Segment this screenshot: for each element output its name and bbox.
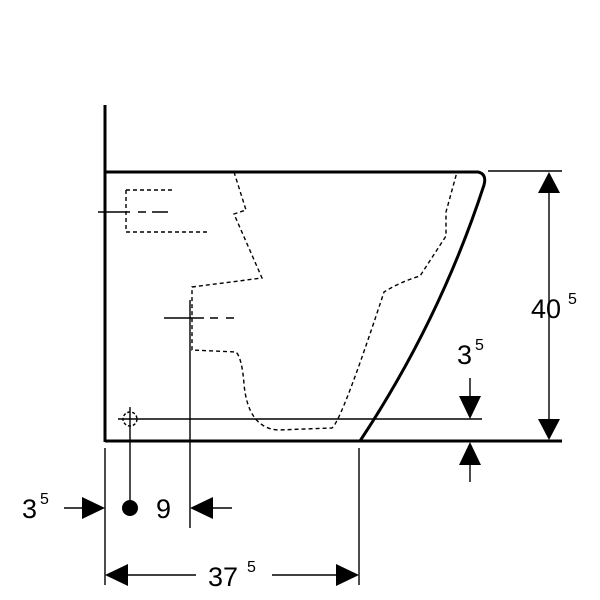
depth-dimension bbox=[105, 564, 359, 586]
wall-offset-value: 3 bbox=[22, 494, 37, 524]
trapway-dashed-outline bbox=[191, 171, 458, 431]
wall-offset-sup: 5 bbox=[40, 491, 49, 508]
fixing-dot bbox=[122, 500, 138, 516]
floor-offset-sup: 5 bbox=[475, 337, 484, 354]
height-dimension-value: 40 bbox=[531, 294, 561, 324]
height-dimension-sup: 5 bbox=[568, 291, 577, 308]
floor-offset-value: 3 bbox=[457, 340, 472, 370]
bowl-outline bbox=[105, 170, 487, 442]
outlet-distance-value: 9 bbox=[156, 494, 171, 524]
outlet-distance-dimension bbox=[190, 497, 232, 519]
fixing-point-symbol bbox=[118, 407, 142, 431]
depth-dimension-value: 37 bbox=[208, 562, 238, 592]
floor-offset-dimension bbox=[459, 378, 481, 482]
supply-connection-dashed bbox=[125, 189, 208, 233]
wall-offset-dimension bbox=[64, 497, 105, 519]
depth-dimension-sup: 5 bbox=[247, 559, 256, 576]
height-dimension bbox=[538, 172, 560, 440]
